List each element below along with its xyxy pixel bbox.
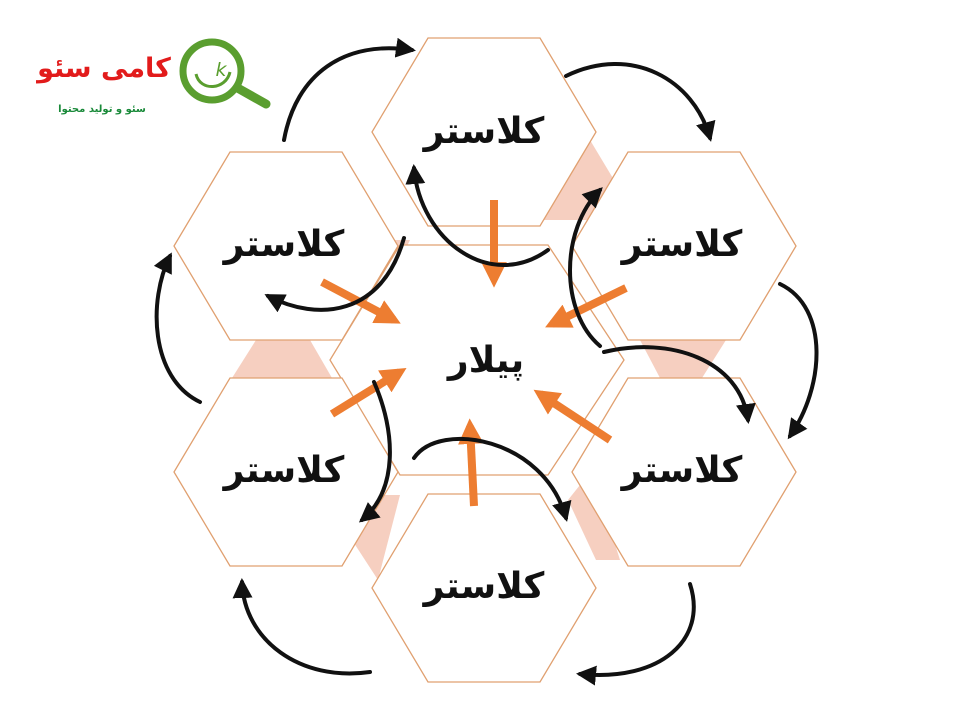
search-icon: k [179,38,271,109]
hexagon-cluster-bottom-left [173,377,399,567]
hexagons [173,37,797,683]
arrow-to-pillar-from-bottom-right [533,389,613,444]
cluster-label-bottom: کلاستر [422,566,545,607]
outer-arrow-top-right-to-bottom-right [778,282,819,440]
logo-letter: k [215,59,227,81]
cluster-label-top-right: کلاستر [620,224,743,265]
outer-cycle-arrows [153,37,819,686]
inner-arrow-pillar-to-bottom-right [602,345,756,424]
hex-labels: پیلار کلاستر کلاستر کلاستر کلاستر کلاستر… [222,111,743,607]
cluster-label-bottom-left: کلاستر [222,450,345,491]
inner-cycle-arrows [264,164,756,523]
cluster-label-top: کلاستر [422,111,545,152]
inner-arrow-pillar-to-top [405,164,550,268]
outer-arrow-bottom-to-bottom-left [232,578,372,676]
arrow-to-pillar-from-top-right [545,284,628,328]
brand-name: کامی سئو [35,53,171,84]
outer-arrow-bottom-left-to-top-left [153,252,202,404]
brand-tagline: سئو و تولید محتوا [58,104,146,115]
outer-arrow-bottom-right-to-bottom [576,582,696,686]
hexagon-cluster-top [371,37,597,227]
hexagon-pillar [329,244,625,476]
pillar-label: پیلار [446,340,524,381]
arrow-to-pillar-from-bottom-left [329,367,407,418]
gap-fill-bottom-right [568,470,620,560]
hexagon-cluster-bottom-right [571,377,797,567]
outer-arrow-top-to-top-right [564,62,716,142]
gap-fill-left [232,340,332,378]
inner-arrow-pillar-to-top-left [264,236,406,313]
cluster-label-bottom-right: کلاستر [620,450,743,491]
inner-arrow-pillar-to-top-right [568,187,603,348]
pillar-arrows [320,200,628,507]
cluster-label-top-left: کلاستر [222,224,345,265]
brand-logo: کامی سئو سئو و تولید محتوا k [35,38,271,115]
inner-arrow-pillar-to-bottom-left [358,380,392,523]
hexagon-cluster-bottom [371,493,597,683]
inner-arrow-pillar-to-bottom [412,436,572,522]
outer-arrow-top-left-to-top [282,37,416,142]
